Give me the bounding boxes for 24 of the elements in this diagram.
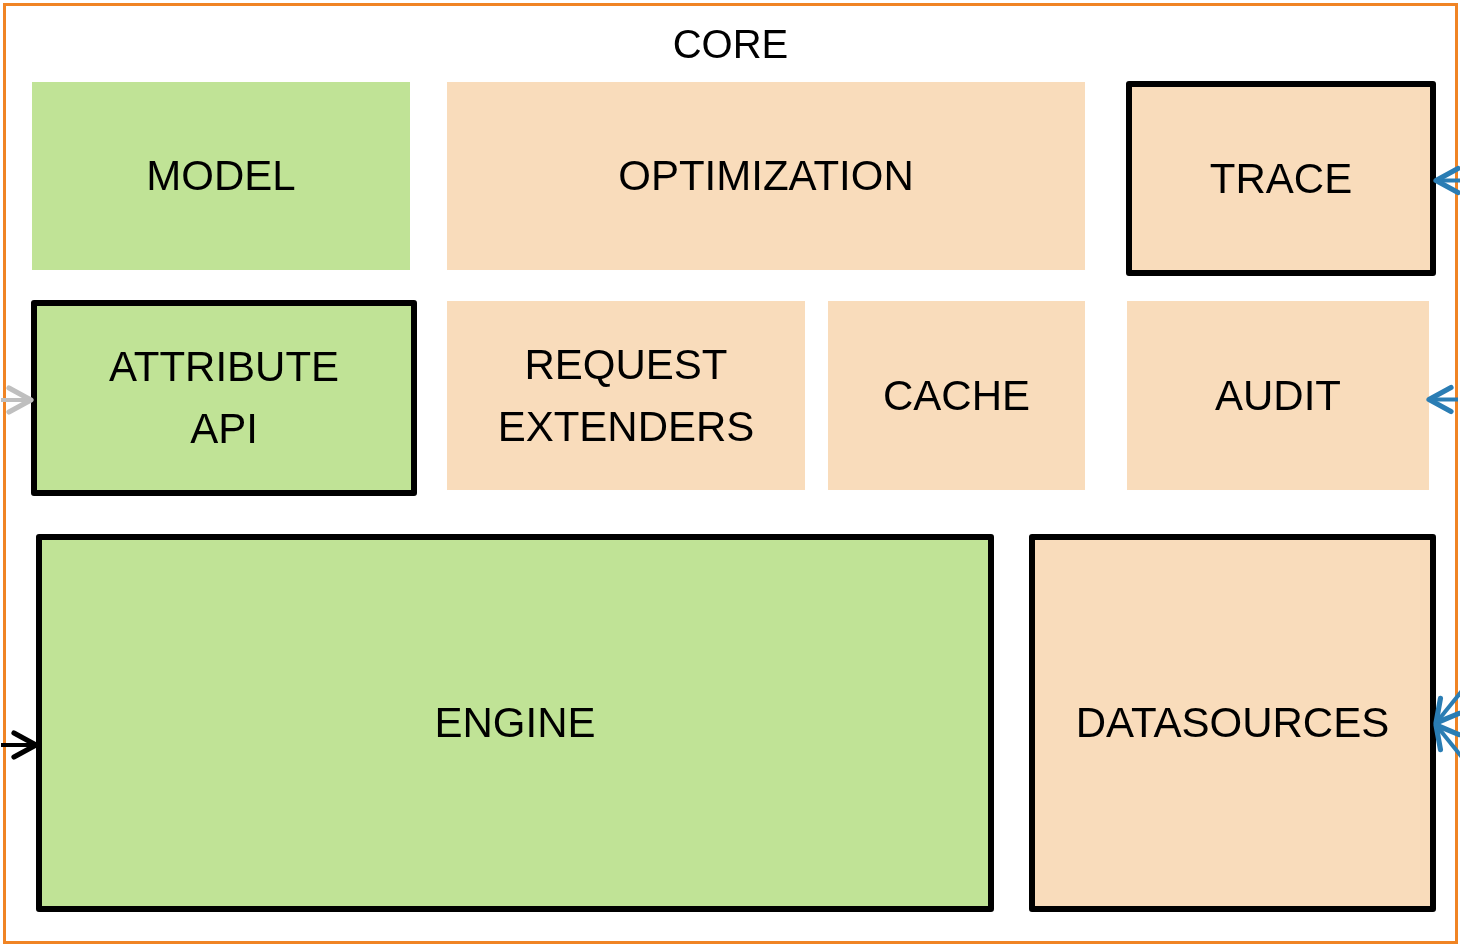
arrow xyxy=(1,385,34,415)
box-label: ATTRIBUTE API xyxy=(107,342,341,454)
component-box xyxy=(1127,301,1429,490)
component-box xyxy=(36,534,994,912)
arrow xyxy=(1,730,39,760)
component-box xyxy=(1029,534,1436,912)
component-box xyxy=(1126,81,1436,276)
arrow xyxy=(1426,384,1458,415)
component-box xyxy=(828,301,1085,490)
box-label: OPTIMIZATION xyxy=(617,151,915,201)
box-label: MODEL xyxy=(145,151,297,201)
arrow xyxy=(1433,165,1460,196)
component-box xyxy=(447,82,1085,270)
box-label: AUDIT xyxy=(1214,370,1342,421)
container-title: CORE xyxy=(672,24,789,64)
box-label: ENGINE xyxy=(433,698,597,748)
component-box xyxy=(447,301,805,490)
component-box xyxy=(32,82,410,270)
box-label: REQUEST EXTENDERS xyxy=(496,339,756,452)
box-label: TRACE xyxy=(1208,153,1354,204)
box-label: DATASOURCES xyxy=(1074,698,1391,748)
container-box xyxy=(3,3,1458,944)
component-box xyxy=(31,300,417,496)
box-label: CACHE xyxy=(882,370,1031,421)
